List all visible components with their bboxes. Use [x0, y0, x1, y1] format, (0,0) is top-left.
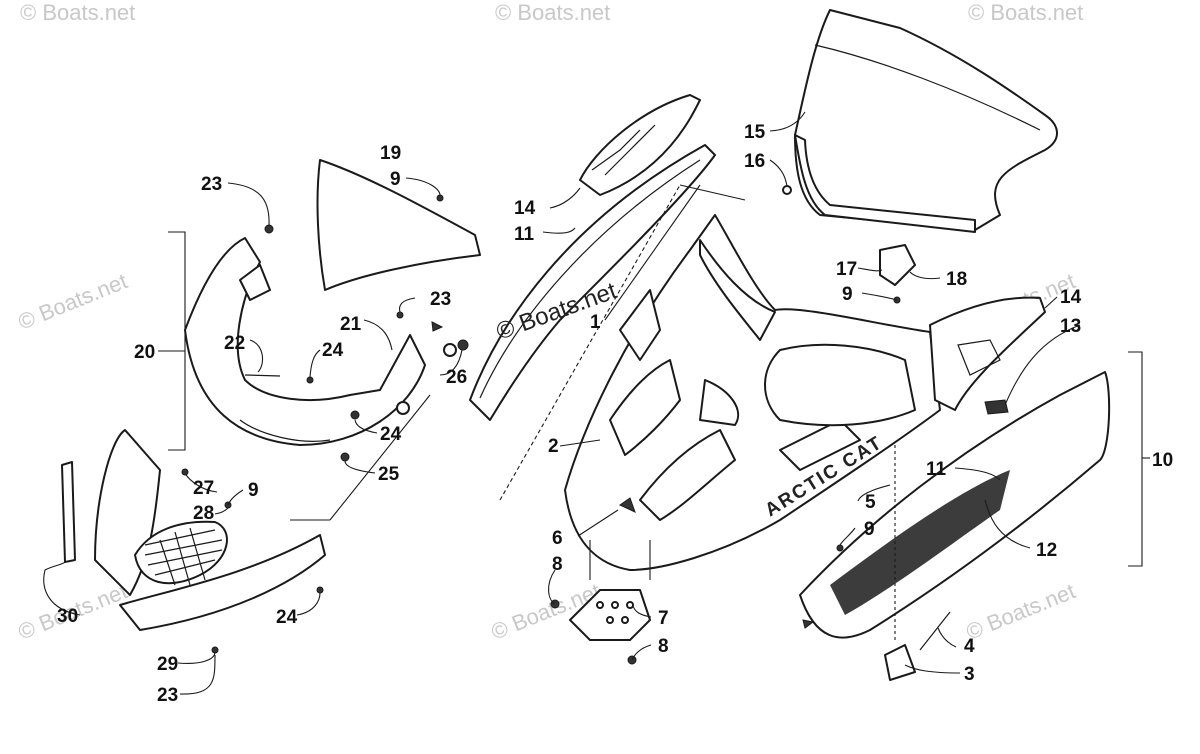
callout-9: 9	[390, 169, 401, 190]
callout-17: 17	[836, 259, 857, 280]
callout-24: 24	[322, 340, 344, 361]
callout-2: 2	[548, 436, 559, 457]
watermark-text: © Boats.net	[15, 268, 131, 334]
callout-9: 9	[248, 480, 259, 501]
hood: ARCTIC CAT	[564, 214, 941, 571]
callout-12: 12	[1036, 540, 1057, 561]
windshield	[794, 9, 1058, 233]
right-side-panel	[799, 296, 1111, 681]
callout-8: 8	[658, 636, 669, 657]
callout-14: 14	[1060, 287, 1082, 308]
callout-21: 21	[340, 314, 362, 335]
callout-14: 14	[514, 198, 536, 219]
callout-9: 9	[842, 284, 853, 305]
callout-11: 11	[514, 224, 535, 245]
callout-5: 5	[865, 492, 876, 513]
callout-29: 29	[157, 654, 178, 675]
callout-28: 28	[193, 503, 214, 524]
lower-front	[61, 429, 326, 631]
callout-3: 3	[964, 664, 975, 685]
watermark-text: © Boats.net	[963, 578, 1079, 644]
callout-25: 25	[378, 464, 400, 485]
callout-11: 11	[926, 459, 947, 480]
callout-16: 16	[744, 151, 765, 172]
callout-18: 18	[946, 269, 967, 290]
callout-6: 6	[552, 528, 563, 549]
watermark-text: © Boats.net	[20, 0, 135, 25]
front-nose	[184, 159, 481, 446]
grille-mesh	[144, 527, 223, 586]
callout-1: 1	[590, 312, 601, 333]
callout-9: 9	[864, 519, 875, 540]
callout-26: 26	[446, 367, 467, 388]
callout-13: 13	[1060, 316, 1081, 337]
callout-15: 15	[744, 122, 766, 143]
callout-24: 24	[380, 424, 402, 445]
callout-30: 30	[57, 606, 78, 627]
callout-10: 10	[1152, 450, 1173, 471]
watermark-text: © Boats.net	[968, 0, 1083, 25]
belly-pan	[569, 589, 651, 641]
callout-27: 27	[193, 478, 214, 499]
watermark-text: © Boats.net	[495, 0, 610, 25]
callout-7: 7	[658, 608, 669, 629]
callout-4: 4	[964, 636, 975, 657]
callout-labels: 1 2 3 4 5 6 7 8 8 9 9 9 9 10 11 11 12 13…	[57, 122, 1173, 706]
callout-19: 19	[380, 143, 401, 164]
leader-lines	[43, 111, 1150, 695]
callout-22: 22	[224, 333, 245, 354]
callout-23: 23	[201, 174, 222, 195]
callout-8: 8	[552, 554, 563, 575]
callout-23: 23	[157, 685, 178, 706]
callout-20: 20	[134, 342, 155, 363]
callout-23: 23	[430, 289, 451, 310]
callout-24: 24	[276, 607, 298, 628]
